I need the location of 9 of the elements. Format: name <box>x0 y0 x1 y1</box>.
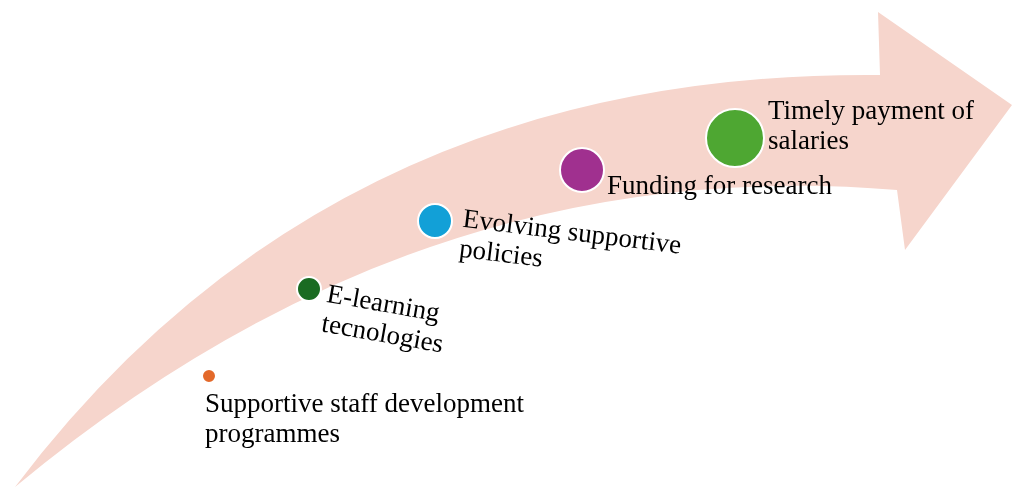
item-caption: Timely payment of salaries <box>768 95 975 155</box>
item-caption: Evolving supportive policies <box>457 203 685 275</box>
bullet-dot <box>558 146 606 194</box>
item-caption: E-learning tecnologies <box>319 278 447 361</box>
bullet-dot <box>416 202 454 240</box>
item-caption: Funding for research <box>607 170 833 200</box>
bullet-dot <box>200 367 218 385</box>
item-caption: Supportive staff development programmes <box>205 388 525 448</box>
bullet-dot <box>704 107 766 169</box>
